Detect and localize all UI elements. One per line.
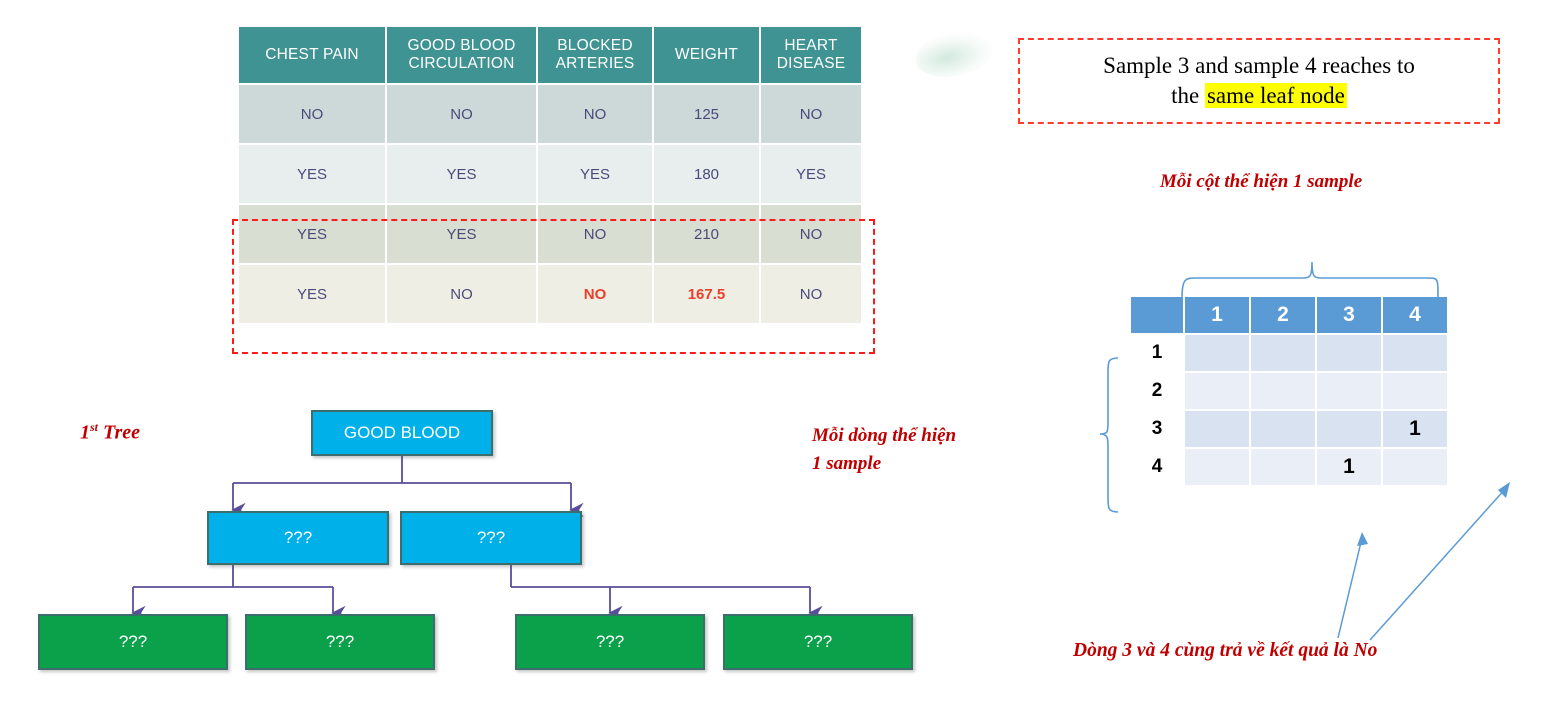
tree-node-internal-left-label: ??? — [283, 528, 313, 547]
table-row: NO NO NO 125 NO — [237, 83, 863, 145]
matrix-header-row: 1 2 3 4 — [1131, 297, 1447, 333]
row-annotation-line-2: 1 sample — [812, 452, 882, 474]
matrix-cell — [1251, 335, 1315, 371]
col-header-weight: WEIGHT — [652, 25, 761, 85]
tree-node-leaf-2[interactable]: ??? — [245, 614, 435, 670]
matrix-cell — [1383, 449, 1447, 485]
row-annotation-text: Mỗi dòng thể hiện 1 sample — [812, 422, 956, 477]
arrow-line-row3 — [1369, 487, 1507, 641]
cell-highlighted: 167.5 — [652, 263, 761, 325]
note-line-2-prefix: the — [1171, 83, 1205, 108]
cell: 210 — [652, 203, 761, 265]
matrix-cell — [1185, 335, 1249, 371]
cell: YES — [759, 143, 863, 205]
tree-node-leaf-3[interactable]: ??? — [515, 614, 705, 670]
cell: NO — [759, 83, 863, 145]
cell: NO — [536, 83, 654, 145]
matrix-cell — [1251, 411, 1315, 447]
matrix-cell-marked: 1 — [1383, 411, 1447, 447]
matrix-row: 2 — [1131, 373, 1447, 409]
matrix-cell — [1383, 335, 1447, 371]
col-header-blocked-arteries: BLOCKED ARTERIES — [536, 25, 654, 85]
tree-node-internal-right[interactable]: ??? — [400, 511, 582, 565]
note-line-2: the same leaf node — [1171, 81, 1347, 111]
cell: NO — [385, 83, 538, 145]
col-header-heart-disease: HEART DISEASE — [759, 25, 863, 85]
leaf-node-note-box: Sample 3 and sample 4 reaches to the sam… — [1018, 38, 1500, 124]
tree-node-root[interactable]: GOOD BLOOD — [311, 410, 493, 456]
matrix-cell-marked: 1 — [1317, 449, 1381, 485]
row-annotation-line-1: Mỗi dòng thể hiện — [812, 425, 957, 446]
col-header-good-blood-circulation: GOOD BLOOD CIRCULATION — [385, 25, 538, 85]
tree-node-leaf-2-label: ??? — [325, 632, 355, 651]
row-brace-icon — [1099, 357, 1119, 513]
cell: NO — [759, 263, 863, 325]
cell: YES — [237, 203, 387, 265]
matrix-corner-cell — [1131, 297, 1183, 333]
cell: 180 — [652, 143, 761, 205]
tree-node-internal-right-label: ??? — [476, 528, 506, 547]
cell: NO — [759, 203, 863, 265]
matrix-annotation-overlay — [1099, 261, 1510, 641]
decision-tree-diagram: GOOD BLOOD ??? ??? ??? ??? ??? ??? — [0, 380, 920, 720]
matrix-cell — [1185, 449, 1249, 485]
table-row: YES NO NO 167.5 NO — [237, 263, 863, 325]
table-header-row: CHEST PAIN GOOD BLOOD CIRCULATION BLOCKE… — [237, 25, 863, 85]
background-smudge-artifact — [911, 24, 999, 84]
cell: YES — [536, 143, 654, 205]
matrix-col-header-1: 1 — [1185, 297, 1249, 333]
matrix-row: 3 1 — [1131, 411, 1447, 447]
matrix-cell — [1383, 373, 1447, 409]
column-brace-icon — [1181, 261, 1439, 299]
cell: YES — [237, 263, 387, 325]
heart-disease-data-table: CHEST PAIN GOOD BLOOD CIRCULATION BLOCKE… — [237, 25, 863, 325]
matrix-row-header-2: 2 — [1151, 380, 1163, 401]
matrix-cell — [1317, 411, 1381, 447]
arrow-head-row3 — [1498, 482, 1510, 498]
cell: NO — [237, 83, 387, 145]
cell: NO — [385, 263, 538, 325]
tree-node-leaf-1-label: ??? — [118, 632, 148, 651]
table-row: YES YES NO 210 NO — [237, 203, 863, 265]
matrix-row-header-4: 4 — [1151, 456, 1163, 477]
arrow-head-row4 — [1357, 532, 1368, 546]
arrow-line-row4 — [1337, 537, 1363, 639]
tree-node-leaf-4[interactable]: ??? — [723, 614, 913, 670]
note-line-1: Sample 3 and sample 4 reaches to — [1103, 52, 1415, 78]
table-row: YES YES YES 180 YES — [237, 143, 863, 205]
column-annotation-text: Mỗi cột thể hiện 1 sample — [1160, 171, 1363, 192]
matrix-col-header-3: 3 — [1317, 297, 1381, 333]
tree-node-root-label: GOOD BLOOD — [343, 423, 461, 442]
matrix-row-header-3: 3 — [1151, 418, 1163, 439]
tree-label: 1st Tree — [80, 420, 141, 444]
tree-node-internal-left[interactable]: ??? — [207, 511, 389, 565]
matrix-cell — [1317, 335, 1381, 371]
matrix-row-header-1: 1 — [1151, 342, 1163, 363]
col-header-chest-pain: CHEST PAIN — [237, 25, 387, 85]
matrix-cell — [1185, 373, 1249, 409]
cell: 125 — [652, 83, 761, 145]
tree-node-leaf-1[interactable]: ??? — [38, 614, 228, 670]
tree-node-leaf-4-label: ??? — [803, 632, 833, 651]
leaf-node-cooccurrence-matrix: 1 2 3 4 1 2 3 1 4 — [1129, 295, 1449, 487]
bottom-annotation-text: Dòng 3 và 4 cùng trả về kết quả là No — [1073, 640, 1378, 661]
matrix-col-header-4: 4 — [1383, 297, 1447, 333]
cell: NO — [536, 203, 654, 265]
tree-node-leaf-3-label: ??? — [595, 632, 625, 651]
matrix-cell — [1251, 373, 1315, 409]
cell: YES — [237, 143, 387, 205]
cell: YES — [385, 143, 538, 205]
matrix-col-header-2: 2 — [1251, 297, 1315, 333]
tree-connector-lines — [131, 455, 823, 621]
cell-highlighted: NO — [536, 263, 654, 325]
matrix-row: 4 1 — [1131, 449, 1447, 485]
cell: YES — [385, 203, 538, 265]
matrix-cell — [1251, 449, 1315, 485]
matrix-row: 1 — [1131, 335, 1447, 371]
note-highlighted-phrase: same leaf node — [1204, 83, 1347, 108]
matrix-cell — [1185, 411, 1249, 447]
matrix-cell — [1317, 373, 1381, 409]
